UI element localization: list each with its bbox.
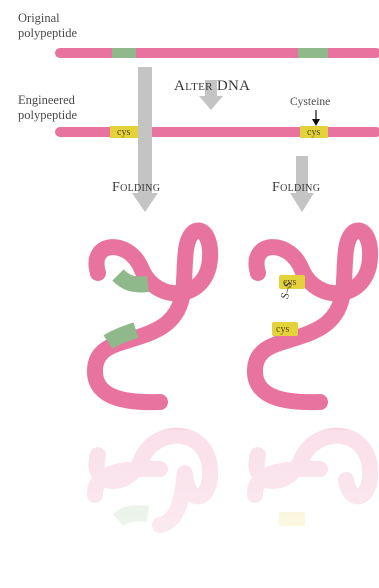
cysteine-pointer-arrow	[312, 110, 320, 126]
engineered-label-line2: polypeptide	[18, 108, 77, 122]
cys-label-1: cys	[117, 126, 130, 140]
engineered-label-line1: Engineered	[18, 93, 75, 107]
alter-dna-label: Alter DNA	[174, 78, 250, 95]
engineered-polypeptide-bar	[60, 126, 376, 138]
folding-label-right: Folding	[272, 180, 320, 196]
cys-label-2: cys	[307, 126, 320, 140]
cys-folded-label-bottom: cys	[276, 323, 289, 337]
original-label-line2: polypeptide	[18, 26, 77, 40]
cysteine-label: Cysteine	[290, 95, 330, 109]
folded-chain-original	[95, 230, 210, 402]
original-label-line1: Original	[18, 11, 60, 25]
folding-label-left: Folding	[112, 180, 160, 196]
folded-chain-engineered	[255, 230, 370, 402]
